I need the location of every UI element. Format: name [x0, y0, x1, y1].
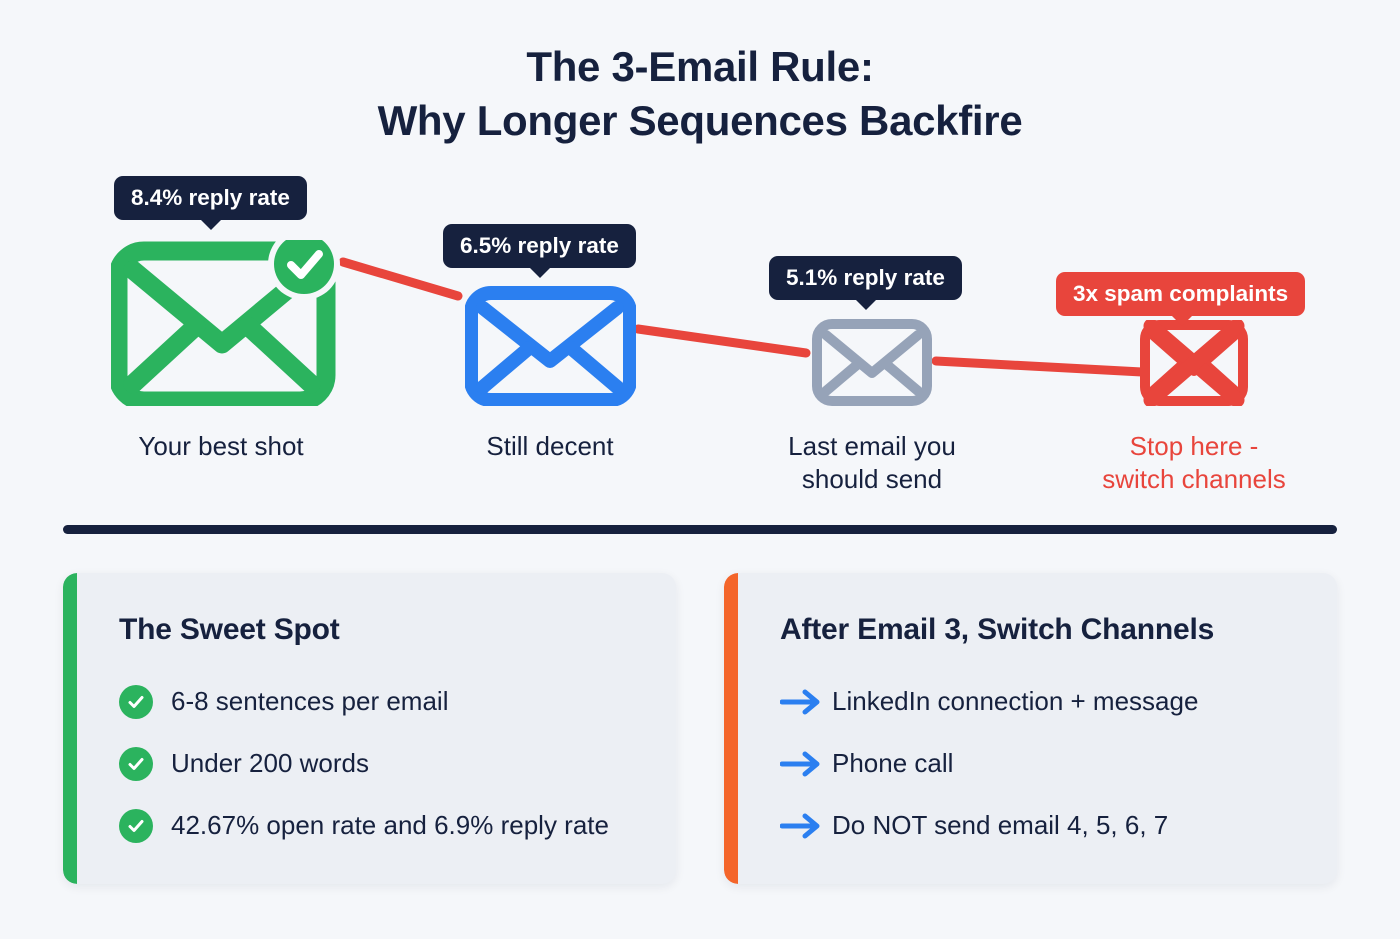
list-item-label: Under 200 words	[171, 748, 369, 779]
check-circle-icon	[119, 685, 171, 719]
card-accent-bar	[63, 573, 77, 884]
badge-pointer	[200, 219, 223, 231]
stage-3-badge: 5.1% reply rate	[769, 256, 962, 311]
stage-3-caption: Last email you should send	[722, 430, 1022, 496]
stage-4-caption-line-2: switch channels	[1102, 463, 1286, 494]
check-circle-icon	[119, 809, 171, 843]
list-item: Phone call	[780, 733, 1317, 795]
card-switch-channels-items: LinkedIn connection + message Phone call…	[780, 671, 1317, 857]
stage-1-caption: Your best shot	[71, 430, 371, 463]
card-switch-channels-title: After Email 3, Switch Channels	[780, 613, 1215, 646]
list-item-label: 6-8 sentences per email	[171, 686, 449, 717]
list-item: 42.67% open rate and 6.9% reply rate	[119, 795, 656, 857]
envelope-icon	[464, 286, 637, 407]
card-sweet-spot: The Sweet Spot 6-8 sentences per email U…	[63, 573, 676, 884]
stage-3-caption-line-1: Last email you	[788, 431, 956, 461]
arrow-right-icon	[780, 813, 832, 839]
check-circle-icon	[119, 747, 171, 781]
stage-1-caption-line-1: Your best shot	[138, 431, 304, 461]
list-item-label: Phone call	[832, 748, 954, 779]
badge-pointer	[855, 299, 878, 311]
list-item-label: LinkedIn connection + message	[832, 686, 1199, 717]
card-accent-bar	[724, 573, 738, 884]
envelope-icon	[812, 319, 932, 406]
list-item-label: 42.67% open rate and 6.9% reply rate	[171, 810, 609, 841]
list-item: 6-8 sentences per email	[119, 671, 656, 733]
sequence-stage-3	[812, 319, 932, 406]
stage-1-badge-label: 8.4% reply rate	[131, 185, 290, 210]
list-item: LinkedIn connection + message	[780, 671, 1317, 733]
arrow-right-icon	[780, 751, 832, 777]
sequence-stage-2	[464, 286, 637, 407]
envelope-check-icon	[108, 228, 340, 411]
card-sweet-spot-items: 6-8 sentences per email Under 200 words …	[119, 671, 656, 857]
badge-pointer	[529, 267, 552, 279]
section-divider	[63, 525, 1337, 534]
title-line-2: Why Longer Sequences Backfire	[377, 96, 1023, 144]
stage-3-badge-label: 5.1% reply rate	[786, 265, 945, 290]
stage-4-caption-line-1: Stop here -	[1129, 431, 1259, 461]
arrow-right-icon	[780, 689, 832, 715]
list-item: Do NOT send email 4, 5, 6, 7	[780, 795, 1317, 857]
sequence-stage-4	[1140, 318, 1248, 408]
stage-1-badge: 8.4% reply rate	[114, 176, 307, 231]
stage-3-caption-line-2: should send	[801, 463, 943, 494]
check-badge-icon	[274, 234, 334, 294]
stage-4-badge-label: 3x spam complaints	[1073, 281, 1289, 306]
list-item-label: Do NOT send email 4, 5, 6, 7	[832, 810, 1169, 841]
cross-out-icon	[1143, 318, 1245, 408]
envelope-blocked-icon	[1140, 318, 1248, 408]
stage-2-badge-label: 6.5% reply rate	[460, 233, 619, 258]
card-sweet-spot-title: The Sweet Spot	[119, 613, 340, 646]
stage-2-badge: 6.5% reply rate	[443, 224, 636, 279]
sequence-stage-1	[108, 228, 340, 411]
list-item: Under 200 words	[119, 733, 656, 795]
stage-2-caption: Still decent	[400, 430, 700, 463]
card-switch-channels: After Email 3, Switch Channels LinkedIn …	[724, 573, 1337, 884]
title-line-1: The 3-Email Rule:	[526, 43, 874, 90]
stage-2-caption-line-1: Still decent	[486, 431, 614, 461]
page-title: The 3-Email Rule: Why Longer Sequences B…	[0, 40, 1400, 148]
stage-4-caption: Stop here - switch channels	[1044, 430, 1344, 496]
stage-4-badge: 3x spam complaints	[1056, 272, 1306, 327]
badge-pointer	[1170, 315, 1193, 327]
